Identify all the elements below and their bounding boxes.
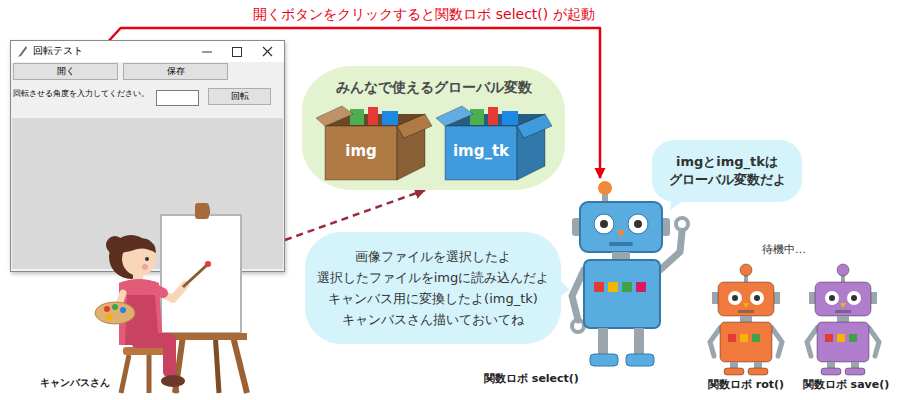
note-bubble-drawing [670, 196, 690, 210]
canvas-painter-art [35, 195, 285, 395]
variable-box-text: img [325, 142, 397, 160]
app-window-drawing [11, 41, 284, 269]
status-note: 待機中… [762, 243, 806, 257]
note-bubble-art [652, 140, 802, 202]
trigger-note: 開くボタンをクリックすると関数ロボ select() が起動 [251, 5, 596, 23]
canvas-painter: キャンバスさん [35, 195, 285, 395]
rotate-button-text: 回転 [231, 91, 249, 102]
variable-box: img [320, 104, 430, 182]
function-robot-text: 関数ロボ rot() [708, 378, 784, 392]
note-bubble: imgとimg_tkは グローバル変数だよ [652, 140, 802, 202]
function-robot-text: 関数ロボ save() [803, 378, 890, 392]
function-robot-drawing [572, 181, 688, 366]
canvas-painter-text: キャンバスさん [40, 376, 110, 389]
rotate-button: 回転 [208, 88, 271, 105]
global-variable-bubble: みんなで使えるグローバル変数 img img_tk [302, 66, 565, 190]
open-button: 開く [13, 63, 118, 80]
function-robot: 関数ロボ select() [566, 178, 696, 392]
function-robot: 関数ロボ rot() [700, 262, 792, 392]
trigger-note-holder: 開くボタンをクリックすると関数ロボ select() が起動 [251, 5, 596, 23]
speech-bubble-art [305, 232, 561, 344]
canvas-painter-drawing [95, 203, 247, 393]
function-robot-art [700, 262, 792, 392]
app-window-text: 回転テスト [33, 45, 83, 57]
open-button-text: 開く [57, 66, 75, 77]
variable-box: img_tk [440, 104, 550, 182]
save-button-text: 保存 [167, 66, 185, 77]
field-prompt: 回転させる角度を入力してください。 [13, 89, 149, 99]
function-robot-art [797, 262, 895, 392]
variable-box-text: img_tk [445, 142, 517, 160]
function-robot: 関数ロボ save() [797, 262, 895, 392]
variable-box-drawing [436, 106, 552, 180]
speech-bubble: 画像ファイルを選択したよ 選択したファイルをimgに読み込んだよ キャンバス用に… [305, 232, 561, 344]
speech-bubble-text: 画像ファイルを選択したよ 選択したファイルをimgに読み込んだよ キャンバス用に… [313, 246, 553, 330]
status-note-holder: 待機中… [762, 243, 806, 257]
function-robot-art [566, 178, 696, 392]
variable-box-drawing [316, 106, 432, 180]
function-robot-text: 関数ロボ select() [484, 372, 579, 386]
function-robot-drawing [807, 264, 879, 375]
app-window: 回転テスト開く 保存回転 [10, 40, 285, 272]
note-bubble-text: imgとimg_tkは グローバル変数だよ [662, 153, 792, 189]
save-button: 保存 [123, 63, 228, 80]
speech-bubble-drawing [557, 278, 570, 298]
global-variable-bubble-text: みんなで使えるグローバル変数 [336, 78, 532, 96]
field-prompt-holder: 回転させる角度を入力してください。 [13, 89, 149, 99]
function-robot-drawing [710, 264, 782, 375]
